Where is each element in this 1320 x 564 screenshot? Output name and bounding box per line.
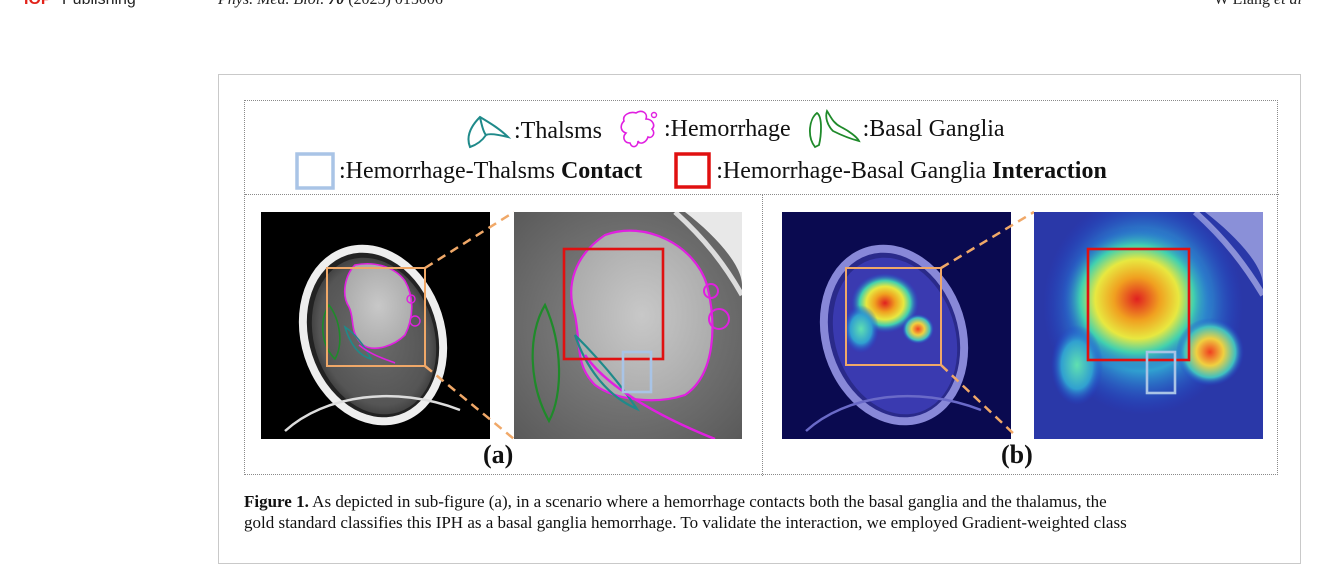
legend-hemorrhage: :Hemorrhage	[616, 107, 791, 151]
figure-1: :Thalsms :Hemorrhage :Basal Ganglia	[218, 74, 1301, 564]
journal-year-article: (2025) 015006	[348, 0, 443, 8]
thalamus-contour-icon	[467, 115, 512, 149]
panel-label-b: (b)	[1001, 440, 1033, 469]
gradcam-full-slice-b	[782, 212, 1011, 439]
legend-thalamus-label: :Thalsms	[514, 118, 602, 144]
panel-divider	[762, 195, 763, 476]
running-header: IOP Publishing Phys. Med. Biol. 70 (2025…	[0, 0, 1320, 11]
legend-hemorrhage-label: :Hemorrhage	[664, 116, 791, 142]
legend-interaction-label: :Hemorrhage-Basal Ganglia Interaction	[716, 151, 1107, 191]
figure-legend: :Thalsms :Hemorrhage :Basal Ganglia	[245, 101, 1279, 195]
zoom-line-bottom-b	[940, 364, 1016, 436]
ct-figure-graphic	[261, 210, 1263, 440]
basal-ganglia-contour-icon	[808, 108, 861, 149]
zoom-line-top-a	[424, 210, 515, 270]
legend-contact-label: :Hemorrhage-Thalsms Contact	[339, 151, 642, 191]
image-area: (a) (b)	[245, 195, 1279, 476]
publisher-logo: IOP	[24, 0, 52, 9]
ct-full-slice-a	[261, 212, 490, 439]
ct-zoom-a	[514, 212, 742, 439]
hemorrhage-contour-icon	[620, 110, 658, 148]
caption-text-1: As depicted in sub-figure (a), in a scen…	[308, 492, 1107, 511]
zoom-line-top-b	[940, 210, 1035, 270]
caption-line-2: gold standard classifies this IPH as a b…	[244, 513, 1127, 532]
running-authors: W Liang et al	[1214, 0, 1302, 9]
author-et-al: et al	[1274, 0, 1302, 8]
legend-contact-bold: Contact	[560, 158, 643, 184]
legend-row-relations: :Hemorrhage-Thalsms Contact :Hemorrhage-…	[295, 151, 1109, 191]
contact-box-icon	[295, 152, 335, 190]
author-name: W Liang	[1214, 0, 1270, 8]
legend-contact-prefix: :Hemorrhage-Thalsms	[339, 158, 561, 184]
legend-basal-ganglia: :Basal Ganglia	[805, 107, 1005, 151]
legend-interaction: :Hemorrhage-Basal Ganglia Interaction	[674, 151, 1107, 191]
figure-panels: :Thalsms :Hemorrhage :Basal Ganglia	[244, 100, 1279, 476]
legend-thalamus: :Thalsms	[460, 111, 602, 151]
zoom-line-bottom-a	[424, 365, 515, 440]
panel-label-a: (a)	[483, 440, 514, 469]
legend-interaction-prefix: :Hemorrhage-Basal Ganglia	[716, 158, 993, 184]
figure-caption: Figure 1. As depicted in sub-figure (a),…	[244, 491, 1278, 533]
gradcam-zoom-b	[1034, 212, 1263, 439]
caption-label: Figure 1.	[244, 492, 309, 511]
interaction-box-icon	[674, 152, 712, 189]
journal-citation: Phys. Med. Biol. 70 (2025) 015006	[218, 0, 443, 9]
journal-abbrev: Phys. Med. Biol.	[218, 0, 324, 8]
publisher-name: Publishing	[62, 0, 136, 9]
caption-line-1: Figure 1. As depicted in sub-figure (a),…	[244, 491, 1278, 512]
journal-volume: 70	[328, 0, 344, 8]
legend-basal-ganglia-label: :Basal Ganglia	[862, 116, 1005, 142]
legend-row-structures: :Thalsms :Hemorrhage :Basal Ganglia	[460, 107, 1007, 149]
legend-contact: :Hemorrhage-Thalsms Contact	[295, 151, 642, 191]
legend-interaction-bold: Interaction	[992, 158, 1107, 184]
